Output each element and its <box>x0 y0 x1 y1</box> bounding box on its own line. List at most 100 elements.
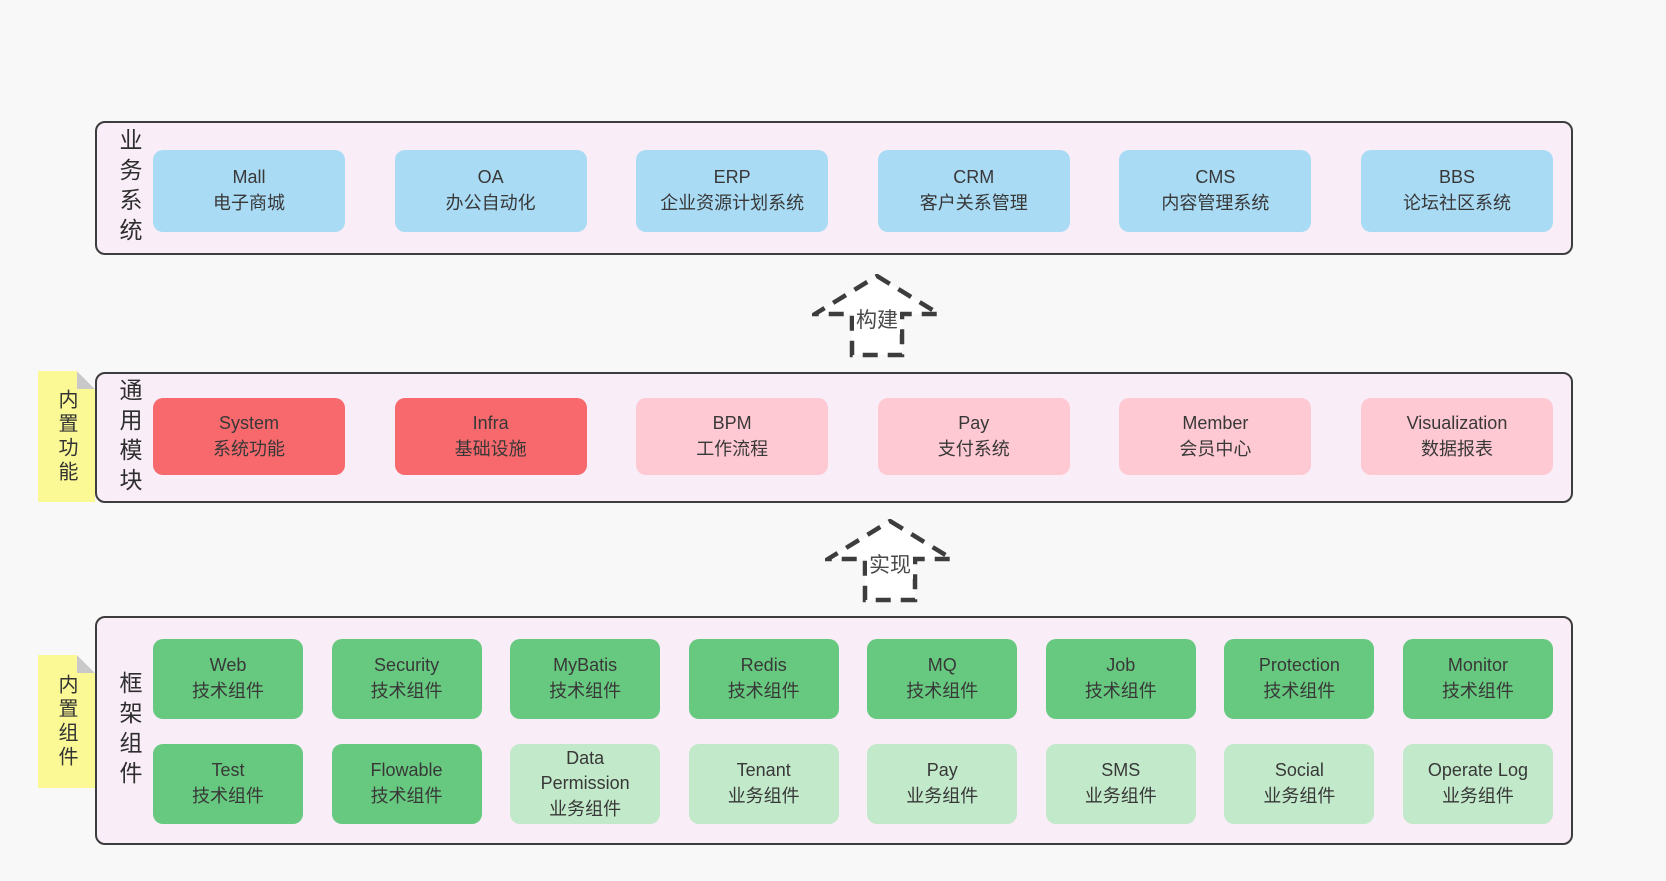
box-title: OA <box>477 167 504 188</box>
box-subtitle: 技术组件 <box>192 681 264 701</box>
framework-components-row-2: Test 技术组件 Flowable 技术组件 Data Permission … <box>153 744 1553 824</box>
box-bpm: BPM 工作流程 <box>636 398 829 475</box>
box-title: Tenant <box>736 760 791 781</box>
box-title: MQ <box>927 655 957 676</box>
box-web: Web 技术组件 <box>153 639 303 719</box>
box-operate-log: Operate Log 业务组件 <box>1402 744 1553 824</box>
box-system: System 系统功能 <box>153 398 345 475</box>
box-monitor: Monitor 技术组件 <box>1402 639 1553 719</box>
box-subtitle: 业务组件 <box>1441 786 1514 806</box>
box-title: Protection <box>1258 655 1340 676</box>
note-fold-icon <box>77 655 95 673</box>
box-subtitle: 办公自动化 <box>445 193 536 213</box>
layer-title-business-systems: 业务系统 <box>116 128 142 248</box>
box-subtitle: 技术组件 <box>1263 681 1336 701</box>
box-subtitle: 论坛社区系统 <box>1402 193 1511 213</box>
build-arrow: 构建 <box>812 274 942 358</box>
box-subtitle: 业务组件 <box>1084 786 1157 806</box>
box-title: Mall <box>232 167 266 188</box>
box-title: ERP <box>713 167 751 188</box>
box-sms: SMS 业务组件 <box>1045 744 1196 824</box>
box-title: MyBatis <box>553 655 618 676</box>
box-title: Operate Log <box>1427 760 1528 781</box>
implement-arrow: 实现 <box>825 519 955 603</box>
box-bbs: BBS 论坛社区系统 <box>1360 150 1553 232</box>
box-title: BBS <box>1438 167 1475 188</box>
box-subtitle: 基础设施 <box>454 438 527 459</box>
box-title: Security <box>374 655 440 676</box>
box-subtitle: 技术组件 <box>370 681 443 701</box>
box-title: Infra <box>472 412 509 433</box>
box-member: Member 会员中心 <box>1119 398 1312 475</box>
sticky-note-built-in-components: 内置组件 <box>38 655 95 788</box>
box-title: Flowable <box>370 760 443 781</box>
box-title: Data Permission <box>540 747 630 794</box>
layer-title-framework-components: 框架组件 <box>116 670 142 791</box>
layer-business-systems: 业务系统 Mall 电子商城 OA 办公自动化 ERP 企业资源计划系统 CRM… <box>95 121 1573 255</box>
box-social: Social 业务组件 <box>1224 744 1375 824</box>
box-subtitle: 企业资源计划系统 <box>660 193 805 213</box>
note-label: 内置组件 <box>55 673 77 770</box>
box-subtitle: 业务组件 <box>1263 786 1336 806</box>
note-fold-icon <box>77 371 95 389</box>
box-title: Test <box>211 760 245 781</box>
box-title: SMS <box>1101 760 1141 781</box>
arrow-label: 实现 <box>867 549 913 579</box>
box-title: Member <box>1182 412 1249 433</box>
box-job: Job 技术组件 <box>1045 639 1196 719</box>
box-mybatis: MyBatis 技术组件 <box>510 639 661 719</box>
layer-framework-components: 框架组件 Web 技术组件 Security 技术组件 MyBatis 技术组件… <box>95 616 1573 845</box>
box-redis: Redis 技术组件 <box>688 639 839 719</box>
box-subtitle: 技术组件 <box>727 681 800 701</box>
box-infra: Infra 基础设施 <box>394 398 587 475</box>
arrow-label: 构建 <box>854 304 900 334</box>
box-mq: MQ 技术组件 <box>867 639 1018 719</box>
box-tenant: Tenant 业务组件 <box>688 744 839 824</box>
box-data-permission: Data Permission 业务组件 <box>510 744 661 824</box>
box-subtitle: 业务组件 <box>727 786 800 806</box>
layer-common-modules: 通用模块 System 系统功能 Infra 基础设施 BPM 工作流程 Pay… <box>95 372 1573 503</box>
box-subtitle: 技术组件 <box>370 786 443 806</box>
box-cms: CMS 内容管理系统 <box>1119 150 1312 232</box>
box-title: Pay <box>926 760 958 781</box>
framework-components-row-1: Web 技术组件 Security 技术组件 MyBatis 技术组件 Redi… <box>153 639 1553 719</box>
box-security: Security 技术组件 <box>331 639 482 719</box>
box-subtitle: 客户关系管理 <box>919 193 1028 213</box>
box-mall: Mall 电子商城 <box>153 150 345 232</box>
sticky-note-built-in-features: 内置功能 <box>38 371 95 502</box>
box-subtitle: 系统功能 <box>213 438 285 459</box>
box-subsubtitle: 工作流程 <box>696 438 769 459</box>
business-systems-row: Mall 电子商城 OA 办公自动化 ERP 企业资源计划系统 CRM 客户关系… <box>153 150 1553 232</box>
note-label: 内置功能 <box>55 388 77 485</box>
box-subtitle: 业务组件 <box>906 786 979 806</box>
box-subtitle: 业务组件 <box>549 798 622 819</box>
box-title: CRM <box>953 167 995 188</box>
box-crm: CRM 客户关系管理 <box>877 150 1070 232</box>
box-erp: ERP 企业资源计划系统 <box>636 150 829 232</box>
box-title: Monitor <box>1447 655 1508 676</box>
box-subtitle: 内容管理系统 <box>1161 193 1270 213</box>
box-subtitle: 技术组件 <box>192 786 264 806</box>
box-title: Web <box>209 655 247 676</box>
box-title: BPM <box>712 412 752 433</box>
box-title: Visualization <box>1406 412 1508 433</box>
box-test: Test 技术组件 <box>153 744 303 824</box>
box-pay-component: Pay 业务组件 <box>867 744 1018 824</box>
box-subtitle: 技术组件 <box>1084 681 1157 701</box>
box-title: Pay <box>958 412 990 433</box>
common-modules-row: System 系统功能 Infra 基础设施 BPM 工作流程 Pay 支付系统… <box>153 398 1553 475</box>
box-flowable: Flowable 技术组件 <box>331 744 482 824</box>
box-subtitle: 技术组件 <box>1441 681 1514 701</box>
box-subtitle: 技术组件 <box>906 681 979 701</box>
box-subtitle: 支付系统 <box>937 438 1010 459</box>
box-title: Redis <box>740 655 787 676</box>
box-protection: Protection 技术组件 <box>1224 639 1375 719</box>
box-subtitle: 数据报表 <box>1420 438 1493 459</box>
box-subtitle: 电子商城 <box>213 193 285 213</box>
layer-title-common-modules: 通用模块 <box>116 377 142 498</box>
box-subtitle: 技术组件 <box>549 681 622 701</box>
box-title: CMS <box>1195 167 1236 188</box>
box-visualization: Visualization 数据报表 <box>1360 398 1553 475</box>
box-pay-module: Pay 支付系统 <box>877 398 1070 475</box>
